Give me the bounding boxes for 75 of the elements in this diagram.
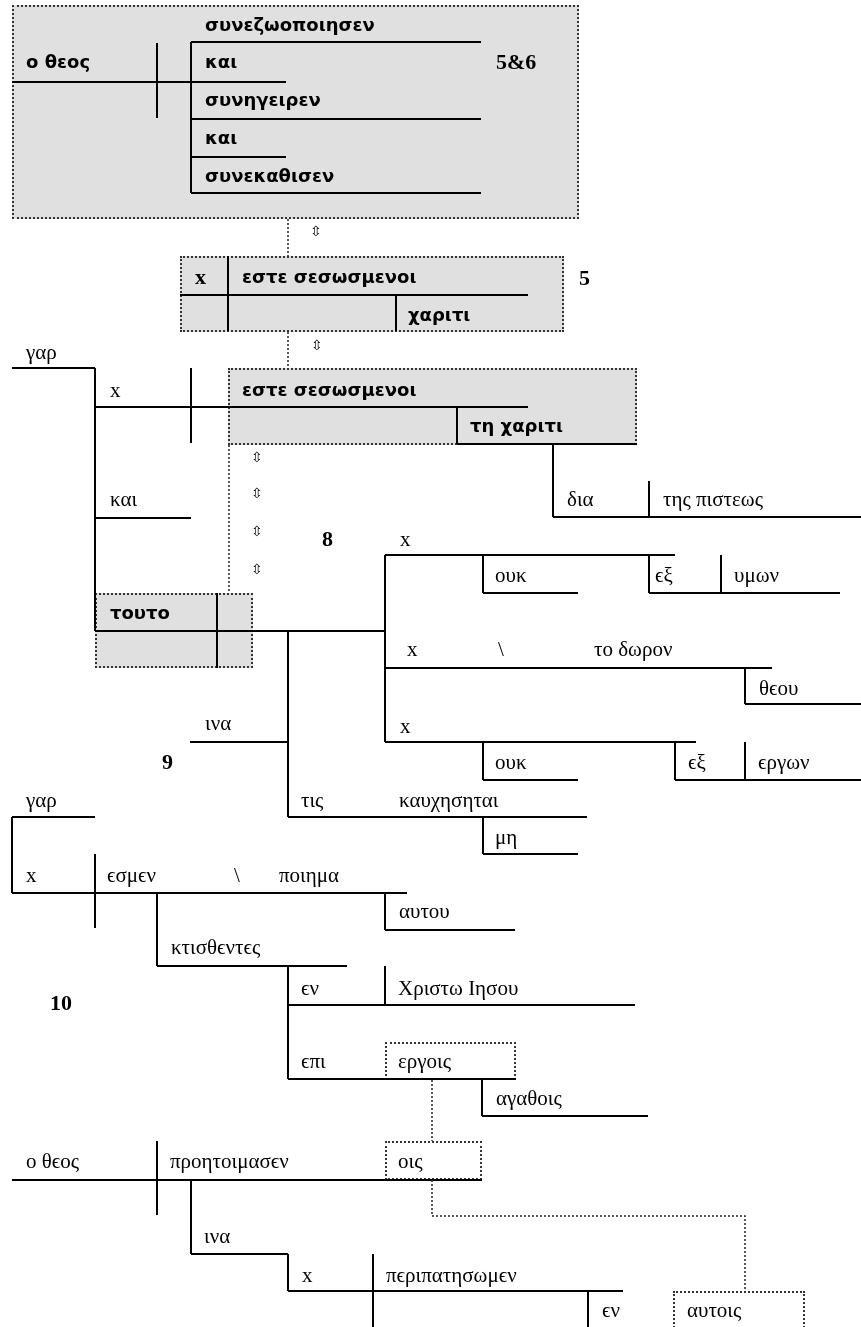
dotted-connector [431,1079,433,1142]
greek-word: αυτου [399,899,450,923]
greek-word: τις [301,788,324,812]
greek-word: ο θϵος [26,1149,80,1173]
double-arrow-symbol: ⇳ [251,449,263,467]
greek-word: τη χαριτι [470,414,563,438]
dotted-connector [287,331,289,369]
greek-word: δια [567,487,594,511]
greek-word: x [400,714,411,738]
greek-word: ϵπι [301,1049,326,1073]
greek-word: x [110,378,121,402]
shaded-clause-box [228,368,637,445]
greek-word: ϵξ [655,563,673,587]
greek-word: και [205,50,238,74]
greek-word: συνεζωοποιησεν [205,13,375,37]
greek-word: ϵν [602,1298,620,1322]
double-arrow-symbol: ⇳ [310,223,322,241]
greek-word: θϵου [759,676,799,700]
greek-word: υμων [734,563,779,587]
greek-word: \ [234,863,240,887]
shaded-clause-box [180,256,564,332]
verse-number: 8 [322,527,333,551]
greek-word: x [302,1263,313,1287]
greek-word: x [407,637,418,661]
shaded-clause-box [12,5,579,219]
greek-word: ο θεος [26,50,91,74]
greek-word: αγαθοις [496,1086,562,1110]
greek-word: ϵξ [688,750,706,774]
dotted-connector [228,444,230,594]
greek-word: κτισθϵντϵς [171,935,261,959]
greek-word: x [400,527,411,551]
greek-word: x [26,863,37,887]
double-arrow-symbol: ⇳ [251,561,263,579]
greek-word: και [110,487,138,511]
greek-word: x [195,265,206,289]
greek-word: μη [495,825,518,849]
verse-number: 10 [50,991,72,1015]
greek-word: οις [398,1149,423,1173]
greek-word: εστε σεσωσμενοι [242,378,417,402]
verse-number: 9 [162,750,173,774]
greek-word: γαρ [26,788,57,812]
greek-word: συνεκαθισεν [205,164,335,188]
greek-word: ουκ [495,750,527,774]
greek-word: συνηγειρεν [205,88,321,112]
double-arrow-symbol: ⇳ [251,523,263,541]
greek-word: Χριστω Ιησου [398,976,519,1000]
greek-word: χαριτι [408,303,471,327]
greek-word: ινα [205,711,232,735]
dotted-connector [431,1179,746,1292]
greek-word: ϵν [301,976,319,1000]
greek-word: το δωρον [594,637,673,661]
greek-word: ουκ [495,563,527,587]
greek-word: ϵσμϵν [107,863,157,887]
double-arrow-symbol: ⇳ [251,485,263,503]
greek-word: και [205,126,238,150]
dotted-word-box [385,1141,482,1180]
greek-word: τουτο [110,601,170,625]
greek-word: γαρ [26,340,57,364]
greek-word: της πιστεως [663,487,763,511]
double-arrow-symbol: ⇳ [311,337,323,355]
verse-number: 5&6 [496,50,537,74]
greek-word: ποιημα [279,863,339,887]
greek-word: αυτοις [687,1298,742,1322]
verse-number: 5 [579,266,590,290]
dotted-word-box [673,1291,805,1327]
greek-word: προητοιμασϵν [170,1149,289,1173]
greek-word: καυχησηται [399,788,499,812]
dotted-connector [287,218,289,257]
greek-word: εργοις [398,1049,452,1073]
greek-word: ινα [204,1224,231,1248]
greek-word: \ [498,637,504,661]
greek-word: εστε σεσωσμενοι [242,265,417,289]
shaded-clause-box [95,593,253,668]
greek-word: πϵριπατησωμϵν [386,1263,517,1287]
greek-word: ϵργων [758,750,810,774]
